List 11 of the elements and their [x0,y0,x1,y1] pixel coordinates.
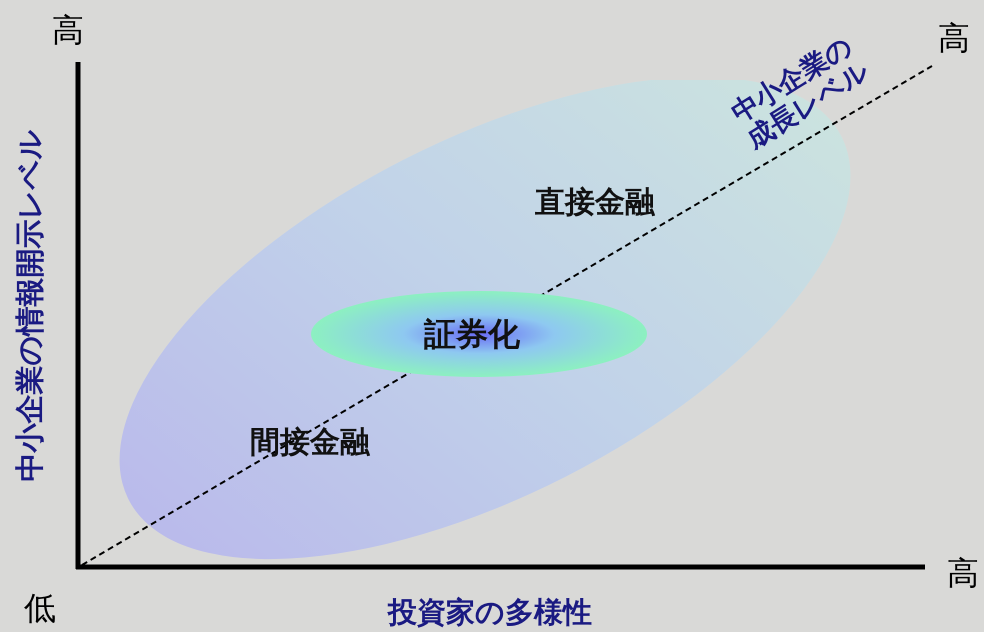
axis-title: 中小企業の成長レベル [725,29,876,156]
axis-end-label: 低 [24,592,56,624]
small-ellipse [310,290,648,378]
region-label: 証券化 [424,318,520,350]
axis-end-label: 高 [938,22,970,54]
axis-end-label: 高 [947,557,979,589]
axis-end-label: 高 [52,14,84,46]
region-label: 間接金融 [250,428,370,458]
axis-title: 投資家の多様性 [388,598,592,627]
axis-title: 中小企業の情報開示レベル [16,129,44,481]
region-label: 直接金融 [535,188,655,218]
